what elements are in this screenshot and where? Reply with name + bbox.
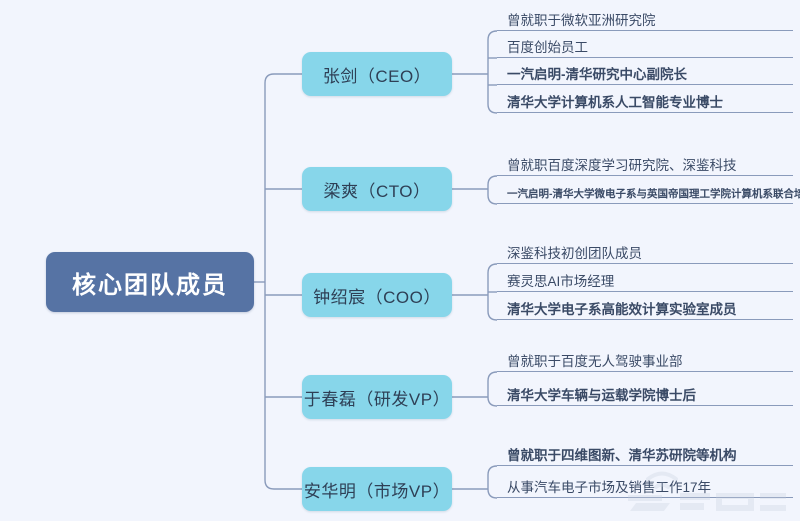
leaf-item-label: 曾就职于四维图新、清华苏研院等机构 [507,447,737,463]
leaf-item[interactable]: 赛灵思AI市场经理 [497,266,793,292]
leaf-item-label: 深鉴科技初创团队成员 [507,245,642,261]
leaf-item[interactable]: 从事汽车电子市场及销售工作17年 [497,472,793,498]
leaf-item[interactable]: 清华大学车辆与运载学院博士后 [497,380,793,406]
branch-node-ceo[interactable]: 张剑（CEO） [302,52,452,96]
leaf-item[interactable]: 一汽启明-清华大学微电子系与英国帝国理工学院计算机系联合培养博士 [497,178,800,204]
leaf-item[interactable]: 曾就职于微软亚洲研究院 [497,5,793,31]
branch-node-cto[interactable]: 梁爽（CTO） [302,167,452,211]
branch-node-label: 钟绍宸（COO） [313,287,441,307]
leaf-item[interactable]: 一汽启明-清华研究中心副院长 [497,59,793,85]
leaf-item[interactable]: 百度创始员工 [497,32,793,58]
leaf-item[interactable]: 曾就职于百度无人驾驶事业部 [497,346,793,372]
branch-node-market-vp[interactable]: 安华明（市场VP） [302,467,452,511]
branch-node-label: 于春磊（研发VP） [303,389,451,409]
leaf-item-label: 曾就职于微软亚洲研究院 [507,12,656,28]
branch-node-label: 张剑（CEO） [322,66,432,86]
root-node[interactable]: 核心团队成员 [46,252,254,312]
leaf-item[interactable]: 曾就职于四维图新、清华苏研院等机构 [497,440,793,466]
leaf-item[interactable]: 清华大学计算机系人工智能专业博士 [497,87,793,113]
leaf-item-label: 清华大学车辆与运载学院博士后 [507,387,696,403]
leaf-item[interactable]: 曾就职百度深度学习研究院、深鉴科技 [497,150,793,176]
leaf-item-label: 曾就职百度深度学习研究院、深鉴科技 [507,157,737,173]
leaf-item-label: 清华大学计算机系人工智能专业博士 [507,94,723,110]
branch-node-coo[interactable]: 钟绍宸（COO） [302,273,452,317]
leaf-item[interactable]: 清华大学电子系高能效计算实验室成员 [497,294,793,320]
branch-node-label: 安华明（市场VP） [303,481,451,501]
branch-node-rd-vp[interactable]: 于春磊（研发VP） [302,375,452,419]
leaf-item-label: 百度创始员工 [507,39,588,55]
leaf-item-label: 清华大学电子系高能效计算实验室成员 [507,301,737,317]
leaf-item-label: 赛灵思AI市场经理 [507,273,615,289]
leaf-item-label: 曾就职于百度无人驾驶事业部 [507,353,683,369]
root-node-label: 核心团队成员 [72,271,228,299]
leaf-item-label: 一汽启明-清华大学微电子系与英国帝国理工学院计算机系联合培养博士 [507,187,800,200]
leaf-item-label: 一汽启明-清华研究中心副院长 [507,66,687,82]
branch-node-label: 梁爽（CTO） [323,181,431,201]
leaf-item-label: 从事汽车电子市场及销售工作17年 [507,479,712,495]
leaf-item[interactable]: 深鉴科技初创团队成员 [497,238,793,264]
